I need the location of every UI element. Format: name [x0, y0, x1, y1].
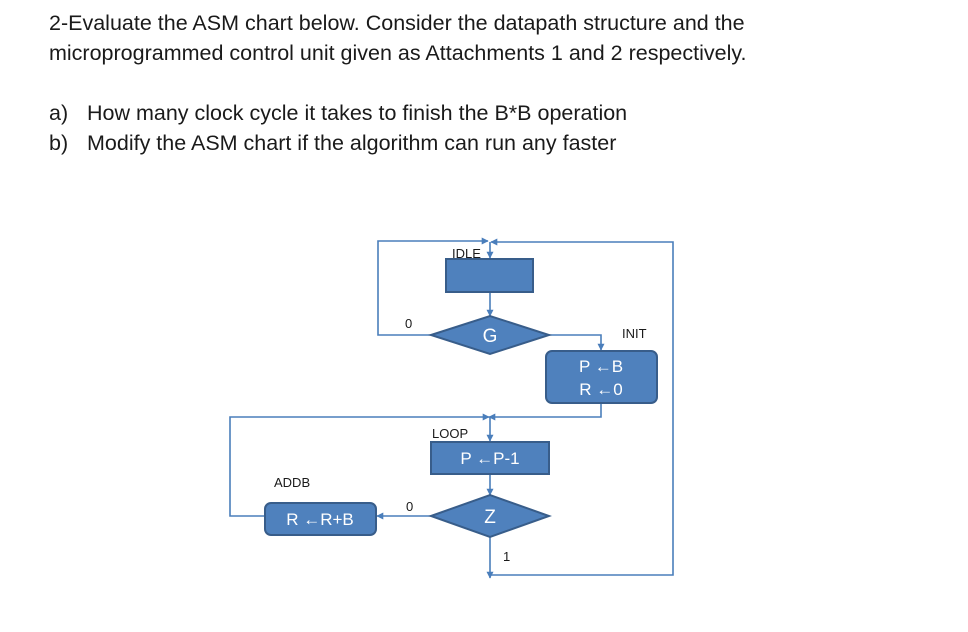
- question-line-2: microprogrammed control unit given as At…: [49, 41, 747, 65]
- z-true-label: 1: [503, 549, 510, 564]
- g-decision-diamond: [427, 314, 553, 356]
- question-line-1: 2-Evaluate the ASM chart below. Consider…: [49, 11, 745, 35]
- wire-addb-to-loop: [229, 413, 490, 517]
- wire-g-true-init: [549, 334, 605, 351]
- z-decision-condition: Z: [484, 507, 496, 528]
- init-state-box: [545, 350, 658, 404]
- loop-state-label: LOOP: [432, 426, 468, 441]
- question-title: 2-Evaluate the ASM chart below. Consider…: [49, 8, 949, 68]
- question-item-a: a) How many clock cycle it takes to finis…: [49, 98, 949, 128]
- wire-return-to-idle: [490, 238, 674, 576]
- z-false-label: 0: [406, 499, 413, 514]
- addb-state-box: [264, 502, 377, 536]
- question-list: a) How many clock cycle it takes to finis…: [49, 98, 949, 158]
- loop-state-content: P ←P-1: [460, 449, 519, 468]
- addb-state-content: R ←R+B: [286, 510, 354, 529]
- init-state-line-1: P ←B: [579, 357, 623, 376]
- g-decision-condition: G: [483, 326, 498, 347]
- question-text-a: How many clock cycle it takes to finish …: [87, 101, 628, 125]
- question-marker-a: a): [49, 101, 69, 125]
- z-decision-diamond: [428, 493, 552, 539]
- idle-state-label: IDLE: [452, 246, 481, 261]
- question-marker-b: b): [49, 131, 69, 155]
- addb-state-label: ADDB: [274, 475, 310, 490]
- init-state-label: INIT: [622, 326, 647, 341]
- question-item-b: b) Modify the ASM chart if the algorithm …: [49, 128, 949, 158]
- wire-g-false-loop: [377, 237, 489, 336]
- init-state-line-2: R ←0: [579, 380, 622, 399]
- g-false-label: 0: [405, 316, 412, 331]
- loop-state-box: [430, 441, 550, 475]
- question-text-b: Modify the ASM chart if the algorithm ca…: [87, 131, 617, 155]
- wire-init-to-loop: [488, 403, 602, 421]
- idle-state-box: [445, 258, 534, 293]
